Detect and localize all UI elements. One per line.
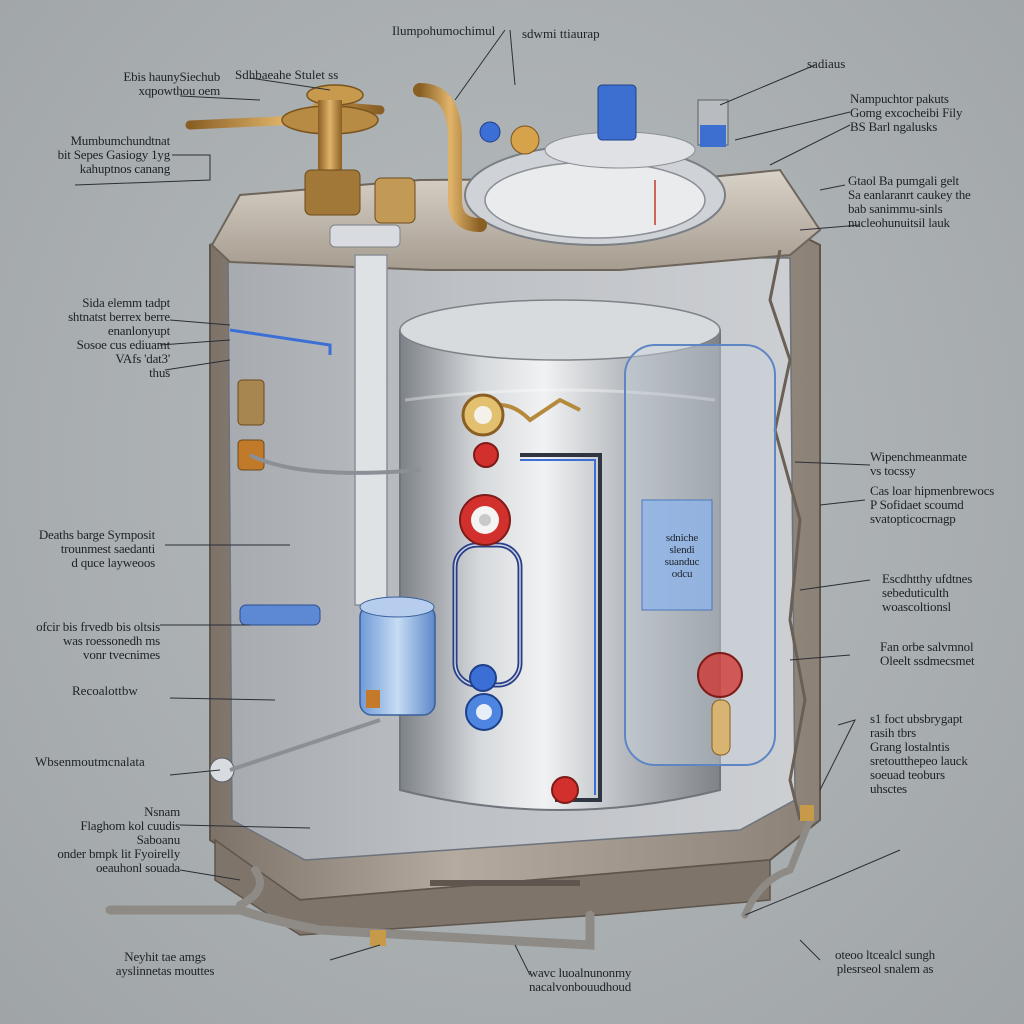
label-left-2: Mumbumchundtnat bit Sepes Gasiogy 1yg ka… [57,133,171,176]
label-left-7: Wbsenmoutmcnalata [35,754,145,769]
label-right-4: Wipenchmeanmate vs tocssy [870,449,967,478]
label-right-6: Escdhtthy ufdtnes sebeduticulth woascolt… [882,571,973,614]
label-bottom-left: Neyhit tae amgs ayslinnetas mouttes [115,949,215,978]
vent-pipe [354,254,388,606]
top-fittings [185,83,729,248]
label-right-2: Nampuchtor pakuts Gomg excocheibi Fily B… [850,91,963,134]
label-top-left-1b: Sdhbaeahe Stulet ss [235,67,338,82]
callout-labels: Ilumpohumochimul sdwmi ttiaurap sadiaus … [35,23,845,769]
bottom-pipes [105,805,814,950]
label-right-5: Cas loar hipmenbrewocs P Sofidaet scoumd… [870,483,995,526]
top-dome [464,131,726,246]
blue-filter-canister [359,596,436,716]
label-right-8: s1 foct ubsbrygapt rasih tbrs Grang lost… [870,711,968,796]
label-left-5: ofcir bis frvedb bis oltsis was roessone… [36,619,160,662]
left-components [209,328,421,783]
label-right-7: Fan orbe salvmnol Oleelt ssdmecsmet [880,639,975,668]
info-tag-panel [641,499,713,611]
label-right-3: Gtaol Ba pumgali gelt Sa eanlaranrt cauk… [848,173,971,230]
label-top-center-left: Ilumpohumochimul [392,23,496,38]
label-top-left-1: Ebis haunySiechub xqpowthou oem [123,69,220,98]
label-top-center-right: sdwmi ttiaurap [522,26,600,41]
label-top-right-1: sadiaus [807,56,845,71]
valves [459,393,743,804]
label-left-4: Deaths barge Symposit trounmest saedanti… [38,527,155,570]
label-left-8: Nsnam Flaghom kol cuudis Saboanu onder b… [57,804,180,875]
label-left-3: Sida elemm tadpt shtnatst berrex berre e… [68,295,170,380]
label-bottom-center: wavc luoalnunonmy nacalvonbouudhoud [528,965,632,994]
leader-lines [74,29,901,976]
label-bottom-right: oteoo ltcealcl sungh plesrseol snalem as [835,947,935,976]
label-center-tag: sdniche slendi suanduc odcu [664,532,700,580]
label-left-6: Recoalottbw [72,683,138,698]
